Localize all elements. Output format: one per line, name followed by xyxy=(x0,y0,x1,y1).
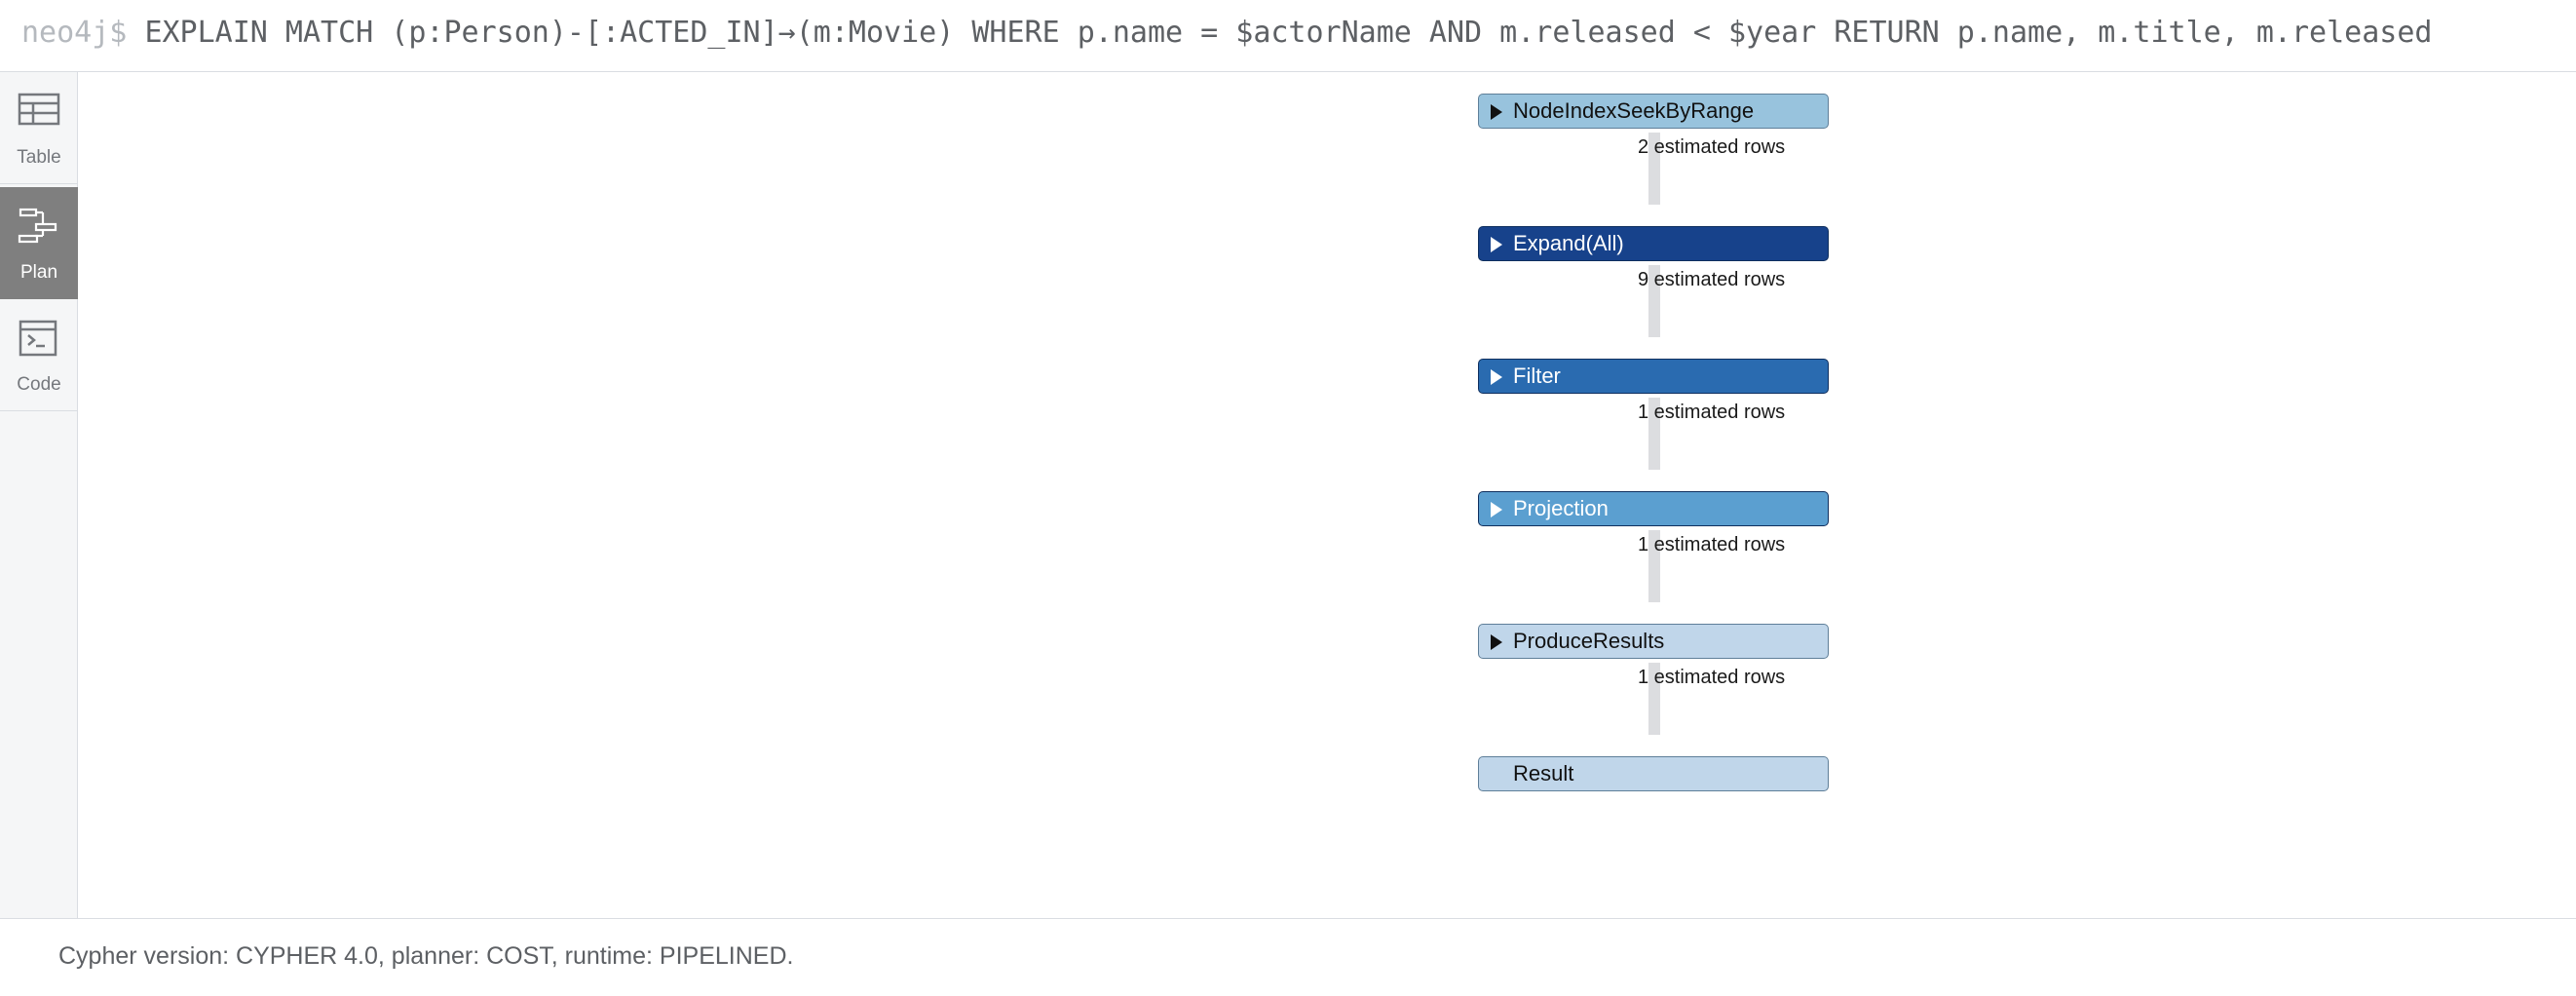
operator-result[interactable]: Result xyxy=(1478,756,1829,791)
query-text[interactable]: neo4j$ EXPLAIN MATCH (p:Person)-[:ACTED_… xyxy=(21,16,2432,50)
operator-expand-all[interactable]: Expand(All) xyxy=(1478,226,1829,261)
view-label-table: Table xyxy=(17,147,61,168)
expand-triangle-icon[interactable] xyxy=(1491,369,1502,385)
plan-canvas[interactable]: NodeIndexSeekByRange 2 estimated rows Ex… xyxy=(78,72,2576,918)
operator-node-index-seek-by-range[interactable]: NodeIndexSeekByRange xyxy=(1478,94,1829,129)
expand-triangle-icon[interactable] xyxy=(1491,634,1502,650)
pipe-filter-projection xyxy=(1648,398,1660,470)
view-label-plan: Plan xyxy=(19,262,58,283)
view-button-table[interactable]: Table xyxy=(0,72,78,184)
query-bar[interactable]: neo4j$ EXPLAIN MATCH (p:Person)-[:ACTED_… xyxy=(0,0,2576,72)
estimated-rows: 1 estimated rows xyxy=(1638,667,1786,688)
pipe-projection-produce xyxy=(1648,530,1660,602)
view-button-plan[interactable]: Plan xyxy=(0,187,78,299)
plan-footer: Cypher version: CYPHER 4.0, planner: COS… xyxy=(0,918,2576,996)
cypher-version-info: Cypher version: CYPHER 4.0, planner: COS… xyxy=(58,942,794,970)
expand-triangle-icon[interactable] xyxy=(1491,237,1502,252)
view-label-code: Code xyxy=(17,374,61,395)
pipe-produce-result xyxy=(1648,663,1660,735)
operator-name: Expand(All) xyxy=(1513,231,1624,255)
view-sidebar: Table Plan Code xyxy=(0,72,78,918)
query-prompt: neo4j$ xyxy=(21,16,128,50)
operator-name: Result xyxy=(1513,761,1574,785)
expand-triangle-icon[interactable] xyxy=(1491,104,1502,120)
plan-icon xyxy=(18,208,57,244)
estimated-rows: 1 estimated rows xyxy=(1638,534,1786,555)
pipe-seek-expand xyxy=(1648,133,1660,205)
pipe-expand-filter xyxy=(1648,265,1660,337)
operator-name: NodeIndexSeekByRange xyxy=(1513,98,1755,123)
expand-triangle-icon[interactable] xyxy=(1491,502,1502,517)
operator-name: Projection xyxy=(1513,496,1609,520)
operator-projection[interactable]: Projection xyxy=(1478,491,1829,526)
view-button-code[interactable]: Code xyxy=(0,299,78,411)
operator-name: ProduceResults xyxy=(1513,629,1665,653)
query-statement: EXPLAIN MATCH (p:Person)-[:ACTED_IN]→(m:… xyxy=(144,16,2433,50)
code-icon xyxy=(19,320,57,357)
estimated-rows: 1 estimated rows xyxy=(1638,402,1786,423)
operator-produce-results[interactable]: ProduceResults xyxy=(1478,624,1829,659)
operator-filter[interactable]: Filter xyxy=(1478,359,1829,394)
operator-name: Filter xyxy=(1513,364,1561,388)
table-icon xyxy=(18,93,60,126)
estimated-rows: 9 estimated rows xyxy=(1638,269,1786,290)
estimated-rows: 2 estimated rows xyxy=(1638,136,1786,158)
